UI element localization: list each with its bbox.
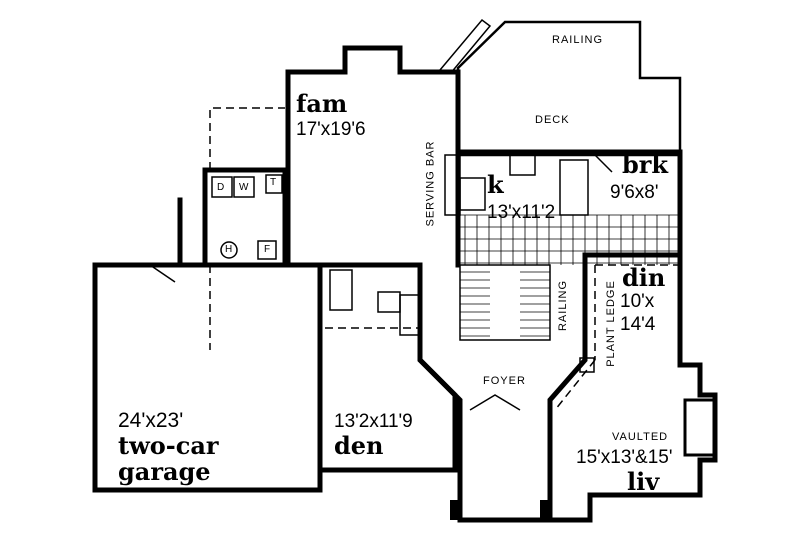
den-size: 13'2x11'9 (334, 411, 413, 432)
entry-pier-right (540, 500, 552, 520)
deck-label: DECK (535, 114, 570, 126)
garage-door-swing (149, 264, 176, 283)
washer (233, 176, 255, 198)
family-walls (285, 45, 461, 268)
sink-bath (377, 291, 401, 313)
plant-ledge-diag (554, 359, 596, 411)
dining-living-walls (547, 252, 718, 523)
serving-bar-label: SERVING BAR (424, 140, 437, 227)
dining-size-line1: 10'x (620, 291, 655, 312)
kitchen-name: k (487, 170, 504, 199)
breakfast-size: 9'6x8' (610, 182, 659, 203)
deck-stairs (439, 18, 492, 75)
garage-name-line1: two-car (118, 431, 219, 460)
dining-size-line2: 14'4 (620, 314, 656, 335)
deck-railing-label: RAILING (552, 34, 604, 46)
kitchen-walls (455, 149, 683, 268)
living-size: 15'x13'&15' (576, 447, 673, 468)
family-room-name: fam (296, 89, 348, 118)
heater-label: H (225, 244, 233, 255)
dryer-label: D (217, 182, 225, 193)
dining-name: din (622, 263, 666, 292)
sink (509, 154, 536, 176)
foyer-walls (417, 297, 553, 523)
garage-size: 24'x23' (118, 409, 184, 432)
washer-label: W (239, 182, 249, 193)
laundry-walls (202, 167, 288, 268)
kitchen-size: 13'x11'2 (487, 202, 556, 223)
family-room-size: 17'x19'6 (296, 119, 366, 140)
kitchen-island (559, 159, 589, 216)
bathtub (329, 269, 353, 311)
entry-door-swing (469, 394, 521, 411)
column (579, 357, 595, 373)
closet-dashed (209, 107, 285, 170)
den-walls (317, 262, 458, 473)
furnace-label: F (264, 244, 271, 255)
entry-pier-left (450, 500, 462, 520)
living-note: VAULTED (612, 431, 669, 443)
dryer (211, 176, 233, 198)
closet (399, 294, 421, 336)
deck-railing (456, 20, 682, 157)
garage-name-line2: garage (118, 457, 211, 486)
water-heater (220, 241, 238, 259)
stair-railing-label: RAILING (557, 279, 570, 332)
tub-label: T (270, 177, 277, 188)
plant-ledge-label: PLANT LEDGE (604, 280, 617, 367)
fireplace (683, 398, 717, 457)
foyer-label: FOYER (483, 375, 526, 387)
living-name: liv (627, 467, 660, 496)
pantry-door (591, 151, 613, 173)
stairs (459, 264, 551, 341)
den-name: den (334, 431, 384, 460)
furnace (257, 240, 277, 260)
tub (265, 174, 283, 194)
cooktop (459, 177, 486, 211)
breakfast-name: brk (622, 150, 669, 179)
